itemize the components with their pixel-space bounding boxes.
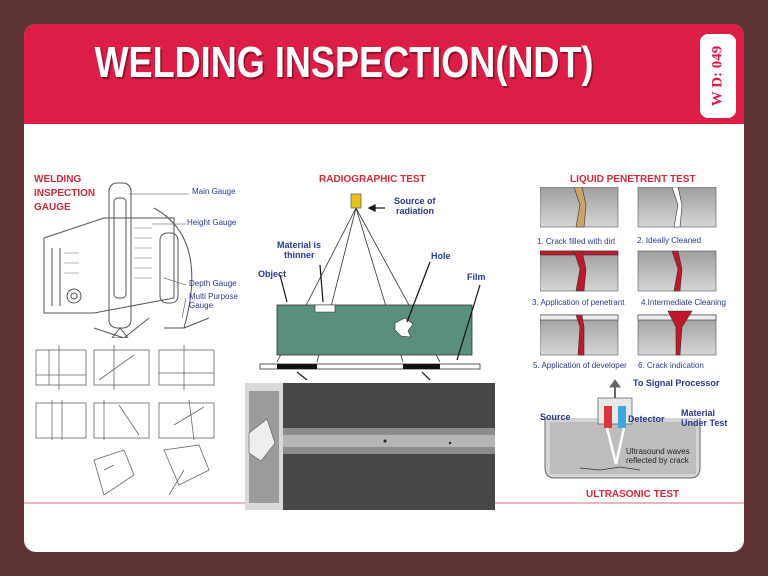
thin-label-2: thinner bbox=[284, 250, 315, 260]
source-label: Source bbox=[540, 412, 571, 422]
film-strip bbox=[259, 363, 481, 370]
lpt-step-6: 6. Crack indication bbox=[638, 361, 704, 370]
code-tag: W D: 049 bbox=[700, 34, 736, 118]
radiography-diagram bbox=[259, 193, 481, 380]
lpt-step-2: 2. Ideally Cleaned bbox=[637, 236, 702, 245]
detector-label: Detector bbox=[628, 414, 665, 424]
test-object bbox=[276, 304, 473, 356]
lpt-step-3: 3. Application of penetrant bbox=[532, 298, 625, 307]
gauge-drawing bbox=[43, 182, 210, 338]
material-label-1: Material bbox=[681, 408, 716, 418]
ultrasonic-diagram bbox=[544, 379, 701, 479]
thin-label-1: Material is bbox=[277, 240, 322, 250]
film-label: Film bbox=[467, 272, 486, 282]
object-label: Object bbox=[258, 269, 287, 279]
source-label-2: radiation bbox=[396, 206, 435, 216]
title-banner: WELDING INSPECTION(NDT) W D: 049 bbox=[24, 24, 744, 124]
radiation-source-icon bbox=[350, 193, 362, 209]
gauge-title-3: GAUGE bbox=[34, 202, 71, 213]
gauge-title-1: WELDING bbox=[34, 174, 82, 185]
signal-processor-label: To Signal Processor bbox=[633, 378, 720, 388]
multi-purpose-label-1: Multi Purpose bbox=[189, 292, 238, 301]
source-label-1: Source of bbox=[394, 196, 436, 206]
hole-label: Hole bbox=[431, 251, 451, 261]
waves-label-1: Ultrasound waves bbox=[626, 447, 690, 456]
lpt-step-5: 5. Application of developer bbox=[533, 361, 627, 370]
height-gauge-label: Height Gauge bbox=[187, 218, 237, 227]
material-label-2: Under Test bbox=[681, 418, 728, 428]
source-transducer bbox=[604, 406, 612, 428]
hole-defect bbox=[394, 317, 414, 338]
liquid-title: LIQUID PENETRENT TEST bbox=[570, 174, 696, 185]
page-title: WELDING INSPECTION(NDT) bbox=[94, 38, 594, 87]
gauge-title-2: INSPECTION bbox=[34, 188, 96, 199]
depth-gauge-label: Depth Gauge bbox=[189, 279, 237, 288]
lpt-step-1: 1. Crack filled with dirt bbox=[537, 237, 616, 246]
penetrant-steps-diagram bbox=[540, 187, 717, 356]
ultrasonic-title: ULTRASONIC TEST bbox=[586, 489, 680, 500]
radiographic-title: RADIOGRAPHIC TEST bbox=[319, 174, 426, 185]
radiograph-image bbox=[245, 383, 495, 510]
multi-purpose-label-2: Gauge bbox=[189, 301, 214, 310]
code-label: W D: 049 bbox=[709, 45, 726, 107]
main-gauge-label: Main Gauge bbox=[192, 187, 236, 196]
detector-transducer bbox=[618, 406, 626, 428]
lpt-step-4: 4.Intermediate Cleaning bbox=[641, 298, 726, 307]
waves-label-2: reflected by crack bbox=[626, 456, 689, 465]
gauge-usage-sketches bbox=[35, 345, 215, 496]
